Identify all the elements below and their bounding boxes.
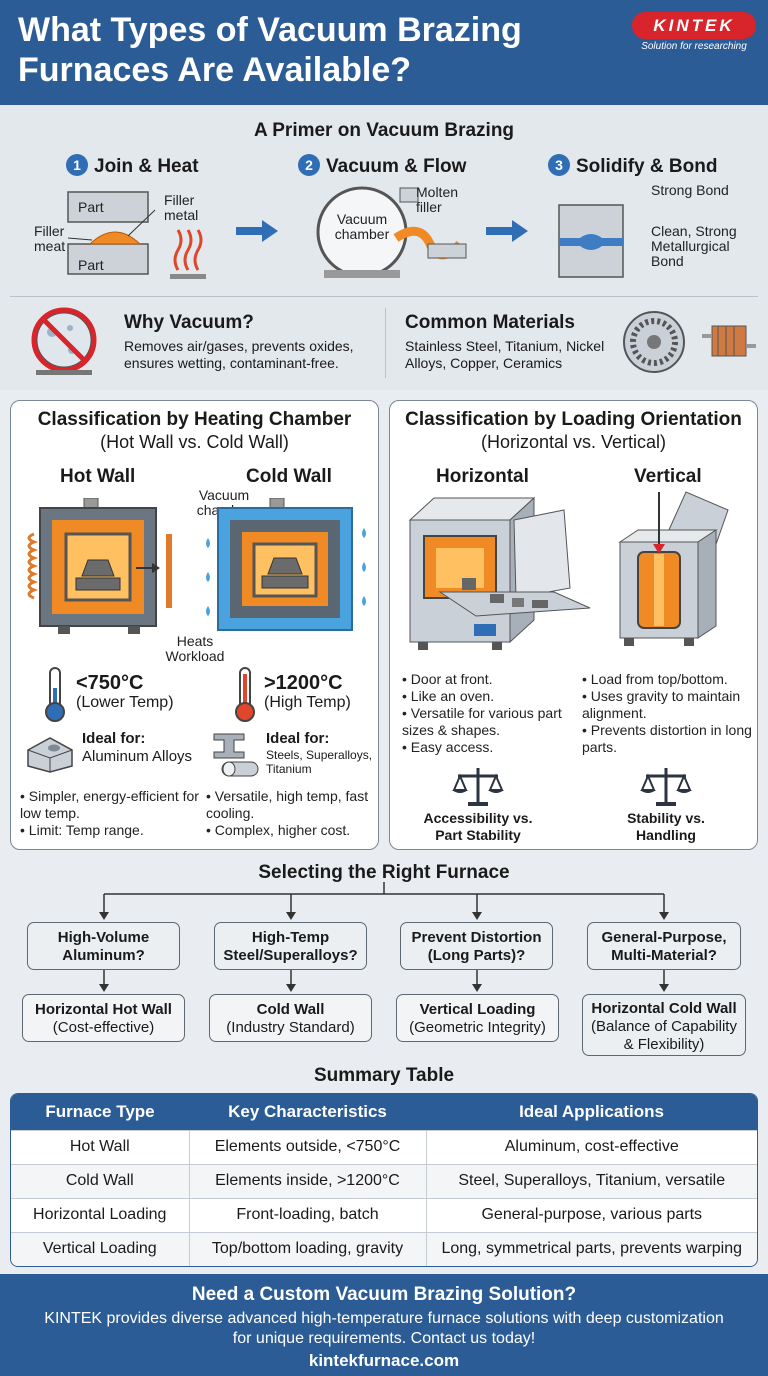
cold-ideal-label: Ideal for: [266,730,330,747]
list-item: Prevents distortion in long parts. [582,722,754,756]
logo-tagline: Solution for researching [641,41,747,52]
cold-wall-temp-note: (High Temp) [264,694,351,711]
list-item: Like an oven. [402,688,572,705]
balance-scale-icon [452,768,504,806]
table-row: Cold Wall Elements inside, >1200°C Steel… [11,1163,757,1198]
table-row: Horizontal Loading Front-loading, batch … [11,1197,757,1232]
hot-ideal-value: Aluminum Alloys [82,748,193,765]
kintek-logo[interactable]: KINTEK [632,12,756,39]
arrow-right-icon [486,220,528,242]
answer-horizontal-hot-wall[interactable]: Horizontal Hot Wall(Cost-effective) [22,994,185,1042]
common-materials-title: Common Materials [405,312,575,333]
hot-wall-furnace-diagram [27,498,172,634]
cta-url-link[interactable]: kintekfurnace.com [308,1351,460,1370]
question-general-purpose[interactable]: General-Purpose, Multi-Material? [587,922,741,970]
balance-scale-icon [640,768,692,806]
chamber-title: Classification by Heating Chamber [37,409,352,430]
common-materials-text: Stainless Steel, Titanium, Nickel Alloys… [405,338,605,371]
horizontal-tradeoff: Accessibility vs. Part Stability [423,810,533,843]
bond-diagram [558,204,624,278]
selection-tree-lines [99,882,669,920]
answer-vertical-loading[interactable]: Vertical Loading(Geometric Integrity) [396,994,559,1042]
chamber-subtitle: (Hot Wall vs. Cold Wall) [100,432,289,452]
hot-wall-bullets: Simpler, energy-efficient for low temp. … [20,788,200,839]
horizontal-label: Horizontal [436,466,529,487]
label-metallurgical-bond: Clean, Strong Metallurgical Bond [651,223,737,269]
hot-wall-temp-note: (Lower Temp) [76,694,174,711]
cta-title: Need a Custom Vacuum Brazing Solution? [191,1284,577,1305]
question-high-temp-steel[interactable]: High-Temp Steel/Superalloys? [214,922,367,970]
header-ideal-applications: Ideal Applications [426,1094,757,1130]
vertical-furnace-diagram [618,491,729,646]
cold-ideal-value: Steels, Superalloys, Titanium [266,748,373,776]
hot-wall-label: Hot Wall [60,466,136,487]
materials-icons [623,311,756,373]
horizontal-bullets: Door at front. Like an oven. Versatile f… [402,671,572,756]
thermometer-low-icon [45,667,65,722]
summary-table: Furnace Type Key Characteristics Ideal A… [11,1094,757,1266]
list-item: Versatile, high temp, fast cooling. [206,788,378,822]
header-banner: What Types of Vacuum Brazing Furnaces Ar… [0,0,768,105]
list-item: Limit: Temp range. [20,822,200,839]
list-item: Simpler, energy-efficient for low temp. [20,788,200,822]
vertical-label: Vertical [634,466,702,487]
list-item: Uses gravity to maintain alignment. [582,688,754,722]
join-heat-diagram [67,191,206,279]
list-item: Complex, higher cost. [206,822,378,839]
cold-wall-temp: >1200°C [264,672,343,694]
horizontal-furnace-diagram [408,496,591,650]
table-row: Hot Wall Elements outside, <750°C Alumin… [11,1129,757,1164]
vertical-divider [385,308,386,378]
summary-title: Summary Table [313,1065,455,1086]
answer-cold-wall[interactable]: Cold Wall(Industry Standard) [209,994,372,1042]
label-part-bottom: Part [78,257,104,273]
no-air-icon [31,307,97,375]
answer-connector-lines [99,970,669,992]
label-filler-meat: Filler meat [34,223,66,254]
label-molten-filler: Molten filler [416,184,459,215]
steel-parts-icon [213,733,259,777]
loading-subtitle: (Horizontal vs. Vertical) [480,432,667,452]
hot-wall-temp: <750°C [76,672,144,694]
question-high-volume-aluminum[interactable]: High-Volume Aluminum? [27,922,180,970]
list-item: Load from top/bottom. [582,671,754,688]
hot-ideal-label: Ideal for: [82,730,146,747]
table-row: Vertical Loading Top/bottom loading, gra… [11,1231,757,1266]
header-key-characteristics: Key Characteristics [189,1094,426,1130]
label-strong-bond: Strong Bond [651,182,729,198]
list-item: Versatile for various part sizes & shape… [402,705,572,739]
cold-wall-furnace-diagram [206,498,366,631]
vertical-bullets: Load from top/bottom. Uses gravity to ma… [582,671,754,756]
summary-table-wrapper: Furnace Type Key Characteristics Ideal A… [10,1093,758,1267]
label-part-top: Part [78,199,104,215]
vertical-tradeoff: Stability vs. Handling [627,810,705,843]
primer-title: A Primer on Vacuum Brazing [253,120,515,141]
table-header-row: Furnace Type Key Characteristics Ideal A… [11,1094,757,1130]
cold-wall-label: Cold Wall [246,466,332,487]
thermometer-high-icon [235,667,255,722]
page-title: What Types of Vacuum Brazing Furnaces Ar… [18,11,522,89]
question-prevent-distortion[interactable]: Prevent Distortion (Long Parts)? [400,922,553,970]
cta-footer: Need a Custom Vacuum Brazing Solution? K… [0,1274,768,1376]
cta-text: KINTEK provides diverse advanced high-te… [44,1310,724,1347]
label-filler-metal: Filler metal [164,192,199,223]
why-vacuum-text: Removes air/gases, prevents oxides, ensu… [124,338,354,371]
aluminum-part-icon [27,737,73,773]
loading-title: Classification by Loading Orientation [405,409,742,430]
callout-heats-workload: Heats Workload [165,633,225,664]
vacuum-flow-diagram [316,186,467,278]
why-vacuum-title: Why Vacuum? [124,312,254,333]
list-item: Easy access. [402,739,572,756]
cold-wall-bullets: Versatile, high temp, fast cooling. Comp… [206,788,378,839]
label-vacuum-chamber: Vacuum chamber [334,211,390,242]
header-furnace-type: Furnace Type [11,1094,189,1130]
answer-horizontal-cold-wall[interactable]: Horizontal Cold Wall(Balance of Capabili… [582,994,746,1056]
divider [10,296,758,297]
list-item: Door at front. [402,671,572,688]
arrow-right-icon [236,220,278,242]
selecting-title: Selecting the Right Furnace [258,862,510,883]
